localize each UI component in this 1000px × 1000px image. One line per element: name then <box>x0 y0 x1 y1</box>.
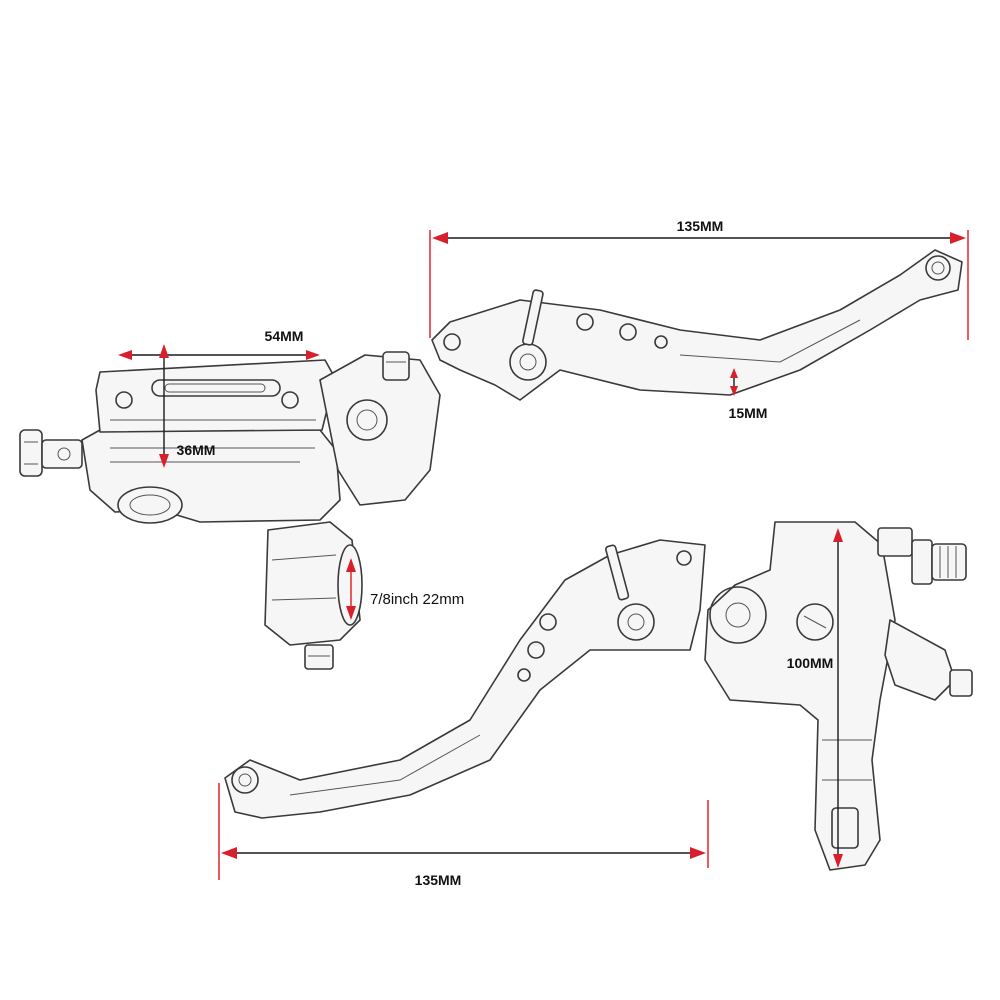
dimension-bottom-lever-length: 135MM <box>218 783 709 888</box>
label-reservoir-length: 54MM <box>265 328 304 344</box>
label-bar-diameter: 7/8inch 22mm <box>370 591 464 608</box>
label-top-lever-length: 135MM <box>677 218 724 234</box>
dimension-reservoir-length: 54MM <box>118 328 320 360</box>
label-reservoir-height: 36MM <box>177 442 216 458</box>
banjo-bolt <box>19 429 83 477</box>
dimension-reservoir-height: 36MM <box>159 344 215 468</box>
dimension-bar-diameter: 7/8inch 22mm <box>346 558 464 620</box>
label-top-lever-width: 15MM <box>729 405 768 421</box>
clutch-body <box>704 521 896 871</box>
clutch-perch-assembly <box>224 521 973 871</box>
handlebar-clamp <box>264 521 363 670</box>
bottom-clutch-lever <box>224 539 706 819</box>
dimension-clutch-body-height: 100MM <box>787 528 843 868</box>
reservoir-cap <box>95 359 336 433</box>
label-clutch-body-height: 100MM <box>787 655 834 671</box>
dimension-top-lever-length: 135MM <box>429 218 969 340</box>
clutch-switch <box>884 619 973 701</box>
cable-adjuster <box>877 527 967 585</box>
top-brake-lever <box>431 249 963 401</box>
brake-master-cylinder <box>19 249 963 670</box>
label-bottom-lever-length: 135MM <box>415 872 462 888</box>
dimension-top-lever-width: 15MM <box>729 368 768 421</box>
